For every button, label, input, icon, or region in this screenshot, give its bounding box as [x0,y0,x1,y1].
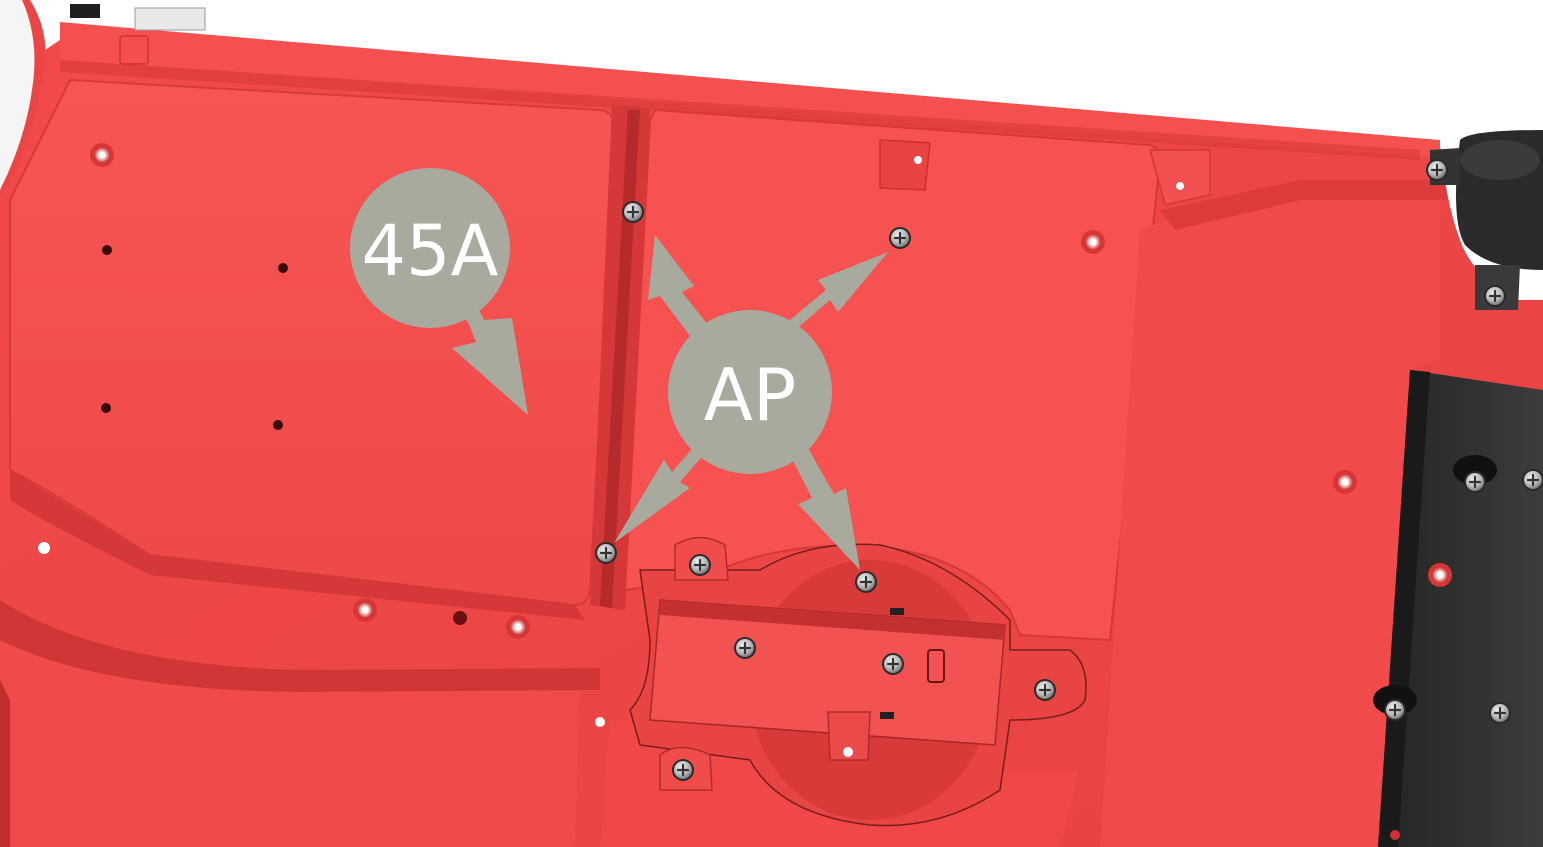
screw-ap-bottom-right [855,571,877,593]
screw-ap-top-left [622,201,644,223]
callout-45a-label: 45A [362,210,499,292]
screw-ap-top-right [889,227,911,249]
screw-ap-bottom-left [595,542,617,564]
callout-ap-label: AP [704,353,797,437]
